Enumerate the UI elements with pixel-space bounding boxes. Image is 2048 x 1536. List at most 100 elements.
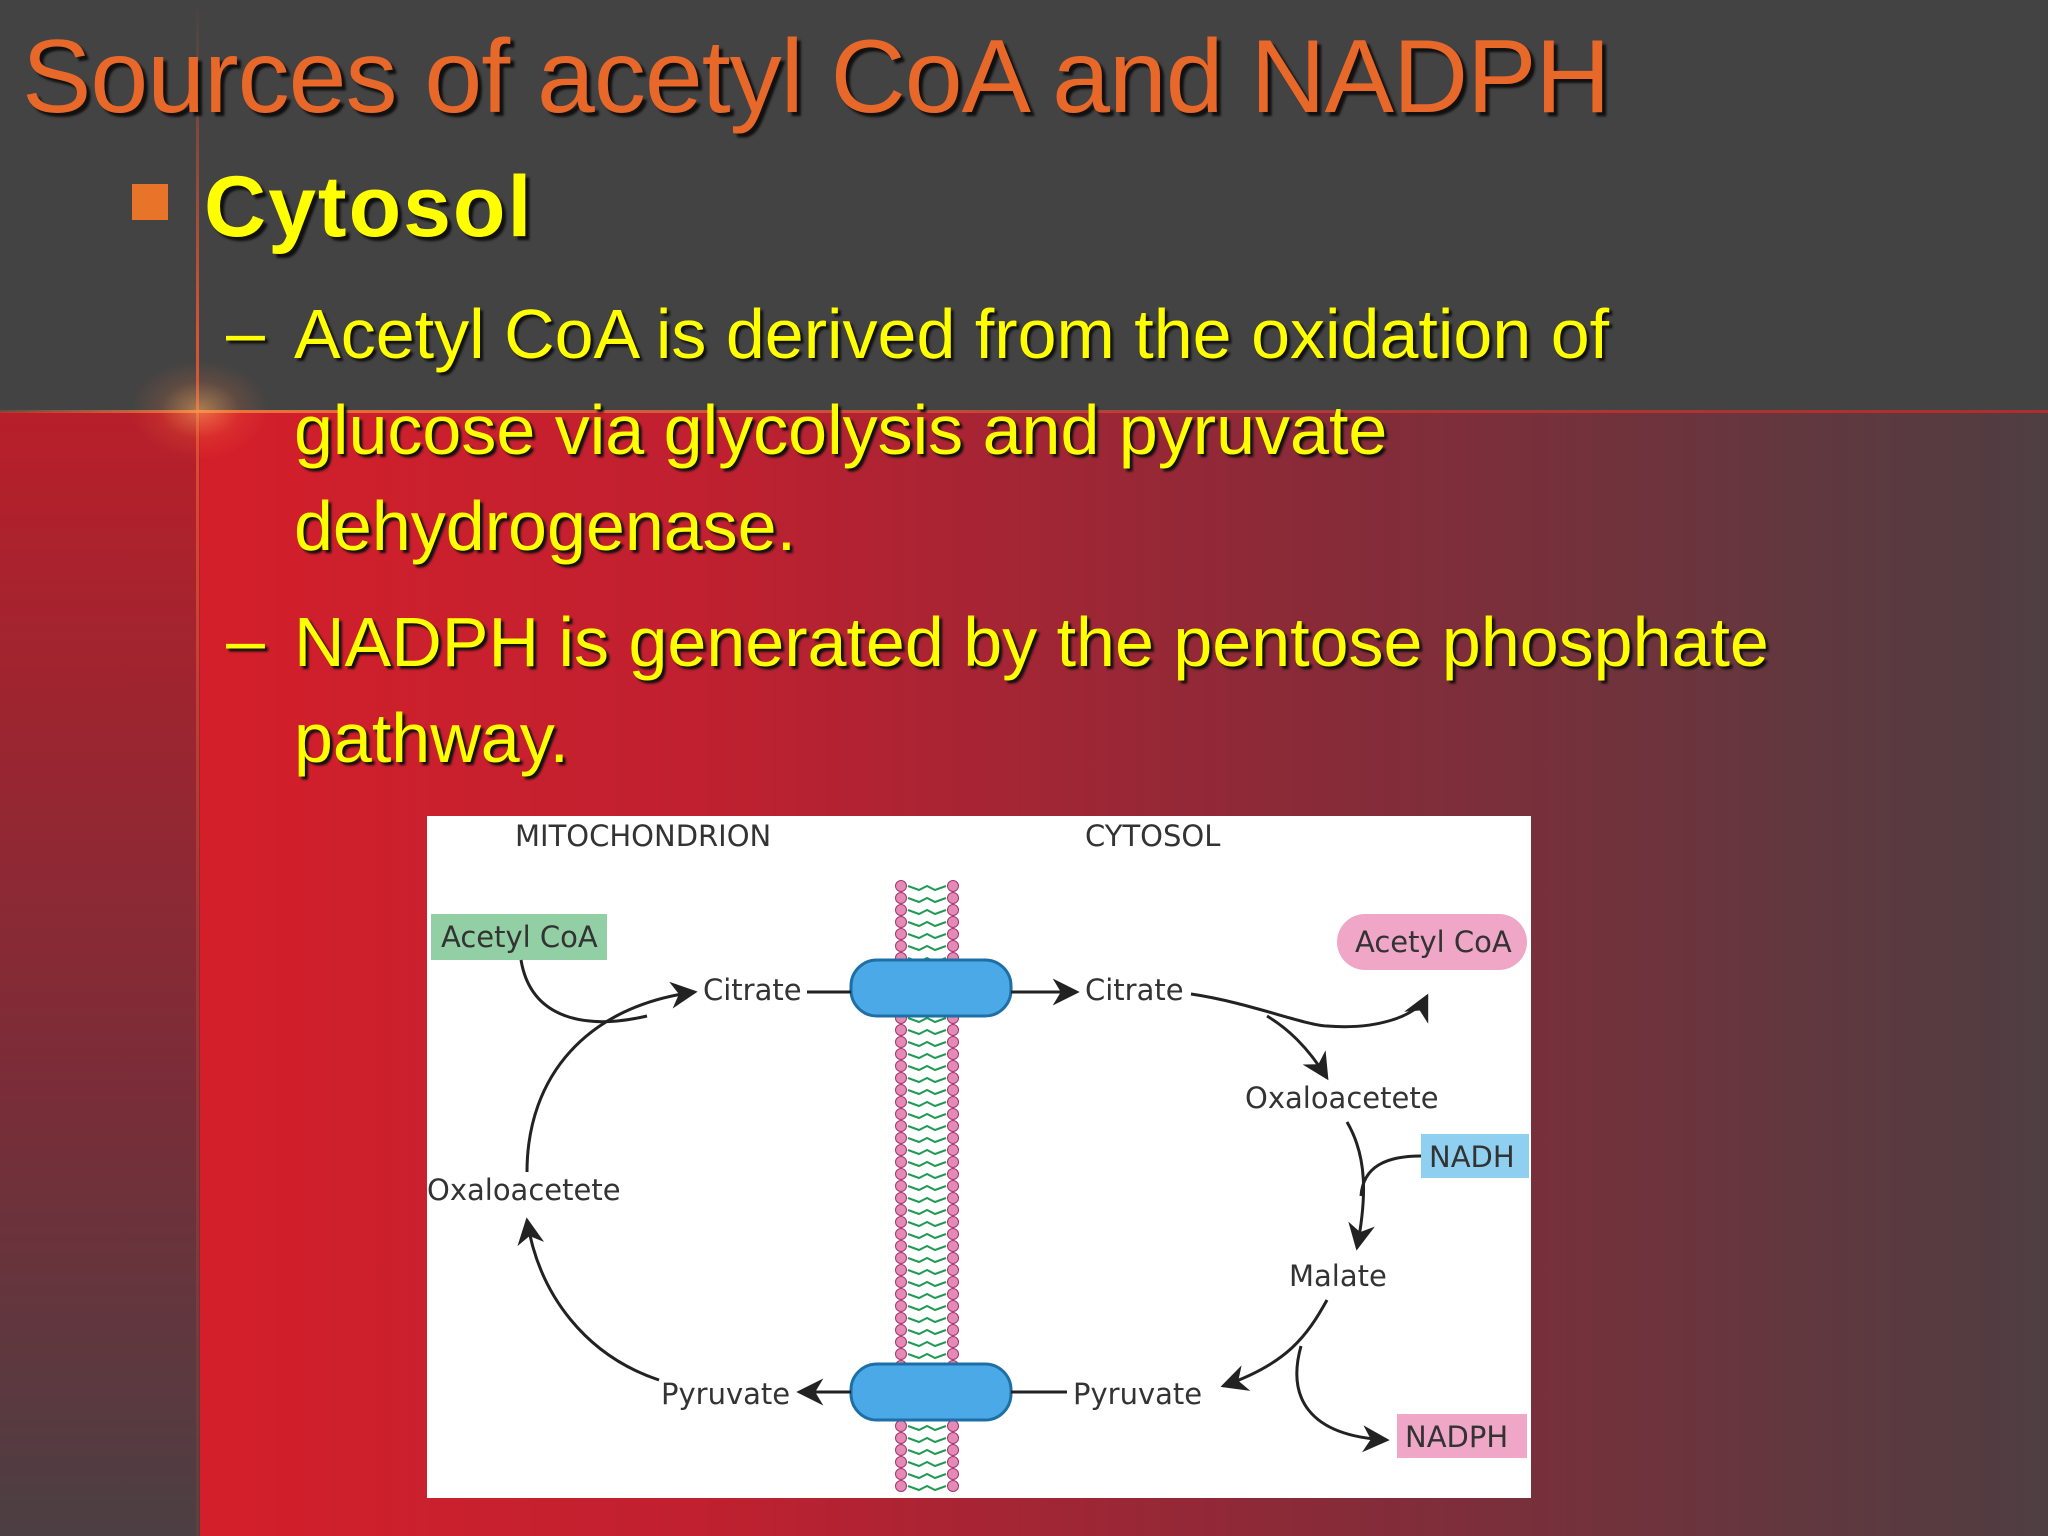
bullet-text-nadph: NADPH is generated by the pentose phosph…	[294, 603, 1769, 777]
lipid-head	[947, 1204, 959, 1216]
nadh-label: NADH	[1429, 1140, 1515, 1174]
mito-acetyl-coa-box	[431, 914, 607, 960]
mito-oxaloacetate-label: Oxaloacetete	[427, 1173, 621, 1207]
lipid-head	[895, 1468, 907, 1480]
nadph-label: NADPH	[1405, 1420, 1508, 1454]
lipid-head	[895, 1072, 907, 1084]
arrow-oxaloacetate-to-citrate	[525, 981, 698, 1173]
lipid-head	[895, 1252, 907, 1264]
lipid-tail	[907, 1340, 947, 1348]
lipid-tail	[907, 1244, 947, 1252]
lipid-head	[895, 1108, 907, 1120]
lipid-head	[947, 1192, 959, 1204]
lipid-head	[895, 1120, 907, 1132]
lipid-tail	[907, 932, 947, 940]
lipid-tail	[907, 1220, 947, 1228]
lipid-head	[947, 1108, 959, 1120]
lipid-head	[895, 1456, 907, 1468]
lipid-tail	[907, 1088, 947, 1096]
lipid-head	[947, 1084, 959, 1096]
lipid-head	[895, 1084, 907, 1096]
lipid-head	[947, 1096, 959, 1108]
arrow-acetylcoa-join	[519, 959, 648, 1024]
lipid-head	[895, 1300, 907, 1312]
lipid-head	[895, 1276, 907, 1288]
lipid-head	[947, 1348, 959, 1360]
lipid-tail	[907, 1112, 947, 1120]
lipid-tail	[907, 1196, 947, 1204]
cyto-oxaloacetate-label: Oxaloacetete	[1245, 1081, 1439, 1115]
lipid-tail	[907, 1172, 947, 1180]
lipid-tail	[907, 944, 947, 952]
lipid-head	[947, 1144, 959, 1156]
lipid-head	[895, 1240, 907, 1252]
lipid-tail	[907, 1448, 947, 1456]
lipid-head	[895, 1348, 907, 1360]
lipid-head	[895, 1324, 907, 1336]
bullet-square-icon	[132, 184, 168, 220]
lipid-tail	[907, 1472, 947, 1480]
arrow-nadph-output	[1295, 1345, 1390, 1453]
lipid-head	[947, 1048, 959, 1060]
lipid-tail	[907, 1280, 947, 1288]
lipid-head	[895, 928, 907, 940]
lipid-head	[947, 1036, 959, 1048]
bullet-dash: –	[226, 293, 265, 371]
bullet-dash: –	[226, 601, 265, 679]
lipid-head	[947, 1252, 959, 1264]
pyruvate-transporter	[849, 1362, 1013, 1422]
lipid-head	[947, 1468, 959, 1480]
lipid-tail	[907, 1160, 947, 1168]
lipid-head	[947, 940, 959, 952]
decorative-flare	[130, 360, 270, 460]
lipid-head	[947, 1120, 959, 1132]
left-edge-shade	[0, 412, 200, 1536]
lipid-head	[895, 1480, 907, 1492]
lipid-head	[895, 1228, 907, 1240]
mito-acetyl-coa-label: Acetyl CoA	[441, 920, 598, 954]
lipid-head	[947, 1156, 959, 1168]
diagram-svg: MITOCHONDRION CYTOSOL Acetyl CoA Citrate…	[427, 819, 1529, 1498]
lipid-head	[895, 1096, 907, 1108]
lipid-head	[947, 1024, 959, 1036]
lipid-head	[895, 1156, 907, 1168]
lipid-head	[895, 1216, 907, 1228]
lipid-head	[947, 1336, 959, 1348]
lipid-head	[947, 1324, 959, 1336]
lipid-tail	[907, 1136, 947, 1144]
lipid-head	[947, 1180, 959, 1192]
lipid-head	[895, 1432, 907, 1444]
section-heading: Cytosol	[204, 159, 534, 255]
lipid-tail	[907, 1040, 947, 1048]
lipid-head	[947, 1300, 959, 1312]
arrow-malate-to-pyruvate	[1220, 1299, 1329, 1391]
lipid-head	[947, 1132, 959, 1144]
lipid-head	[947, 1264, 959, 1276]
lipid-head	[947, 1444, 959, 1456]
lipid-tail	[907, 1016, 947, 1024]
lipid-head	[947, 1480, 959, 1492]
lipid-head	[947, 1432, 959, 1444]
arrow-oxaloacetate-to-malate	[1345, 1121, 1375, 1251]
lipid-head	[947, 1060, 959, 1072]
lipid-tail	[907, 1232, 947, 1240]
lipid-head	[895, 1180, 907, 1192]
lipid-head	[947, 1288, 959, 1300]
lipid-tail	[907, 920, 947, 928]
lipid-tail	[907, 1328, 947, 1336]
lipid-tail	[907, 1304, 947, 1312]
lipid-head	[895, 1420, 907, 1432]
lipid-head	[895, 892, 907, 904]
lipid-head	[895, 1192, 907, 1204]
citrate-transporter	[849, 958, 1013, 1018]
lipid-head	[895, 1144, 907, 1156]
cyto-acetyl-coa-label: Acetyl CoA	[1355, 925, 1512, 959]
lipid-head	[947, 1228, 959, 1240]
lipid-head	[895, 880, 907, 892]
malate-label: Malate	[1289, 1259, 1387, 1293]
lipid-tail	[907, 1076, 947, 1084]
lipid-head	[895, 1204, 907, 1216]
lipid-tail	[907, 884, 947, 892]
label-mitochondrion: MITOCHONDRION	[515, 819, 771, 853]
lipid-head	[947, 928, 959, 940]
